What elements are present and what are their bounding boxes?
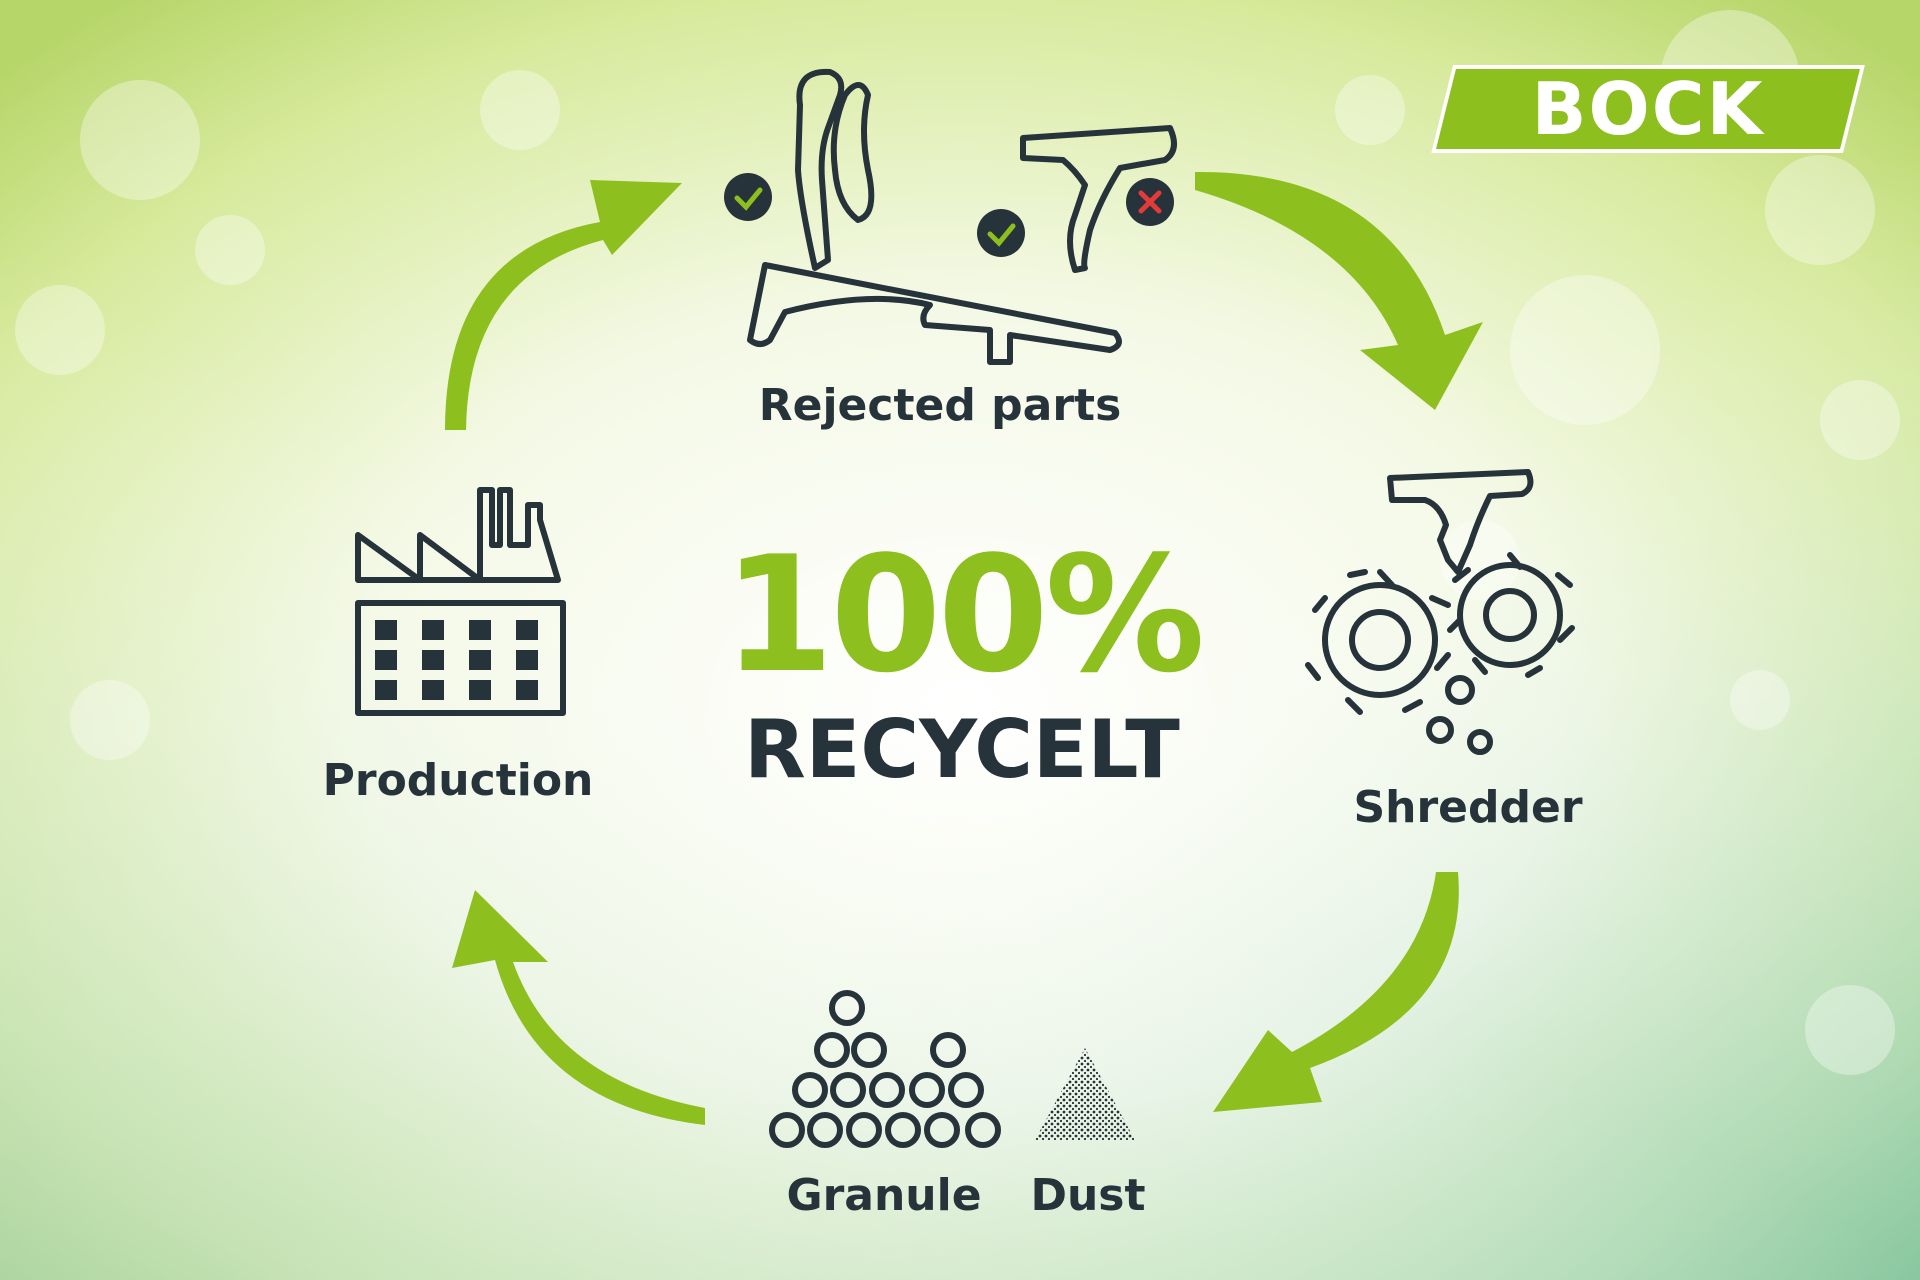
- recycled-percent: 100%: [722, 521, 1205, 708]
- arrow-top-right: [1195, 171, 1483, 410]
- rejected-cross-icon: [1126, 178, 1174, 226]
- factory-windows: [375, 620, 538, 700]
- step-label-dust: Dust: [1030, 1170, 1146, 1221]
- step-label-shredder: Shredder: [1353, 782, 1583, 833]
- granule-icon: [769, 990, 1001, 1148]
- arrow-right-bottom: [1213, 872, 1459, 1112]
- arrow-left-top: [445, 180, 682, 430]
- rejected-parts-icon: [747, 68, 1177, 365]
- bock-logo: BOCK: [1431, 65, 1865, 153]
- dust-icon: [1035, 1048, 1135, 1140]
- approved-check-icon-2: [977, 209, 1025, 257]
- production-icon: [355, 487, 566, 716]
- shredder-icon: [1305, 469, 1575, 755]
- recycled-label: RECYCELT: [744, 703, 1180, 796]
- step-label-rejected-parts: Rejected parts: [758, 380, 1122, 431]
- step-label-granule: Granule: [786, 1170, 982, 1221]
- approved-check-icon-1: [724, 173, 772, 221]
- step-label-production: Production: [322, 755, 594, 806]
- bock-logo-text: BOCK: [1531, 67, 1765, 151]
- arrow-bottom-left: [452, 890, 705, 1125]
